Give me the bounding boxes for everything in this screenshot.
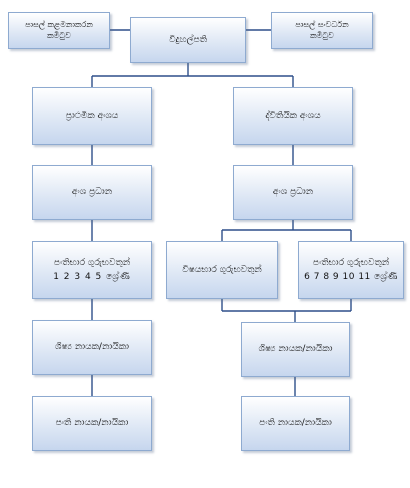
development-committee-line-2: කමිටුව — [310, 30, 334, 40]
secondary-section-head-box: අංශ ප්‍රධාන — [233, 165, 353, 220]
management-committee-box: පාසල් කළමනාකරන කමිටුව — [8, 12, 110, 49]
secondary-section-head-label: අංශ ප්‍රධාන — [272, 187, 314, 198]
primary-class-monitors-label: පංති නායක/නායිකා — [55, 418, 129, 429]
subject-teachers-box: විෂයභාර ගුරුභවතුන් — [166, 241, 278, 299]
development-committee-box: පාසල් සංවර්ධන කමිටුව — [271, 12, 373, 49]
management-committee-line-2: කමිටුව — [47, 30, 71, 40]
secondary-prefects-box: ශිෂ්‍ය නායක/නායිකා — [241, 322, 350, 377]
secondary-class-monitors-label: පංති නායක/නායිකා — [259, 418, 332, 429]
principal-label: විදුහල්පති — [169, 34, 207, 45]
primary-prefects-label: ශිෂ්‍ය නායක/නායිකා — [55, 342, 129, 353]
primary-prefects-box: ශිෂ්‍ය නායක/නායිකා — [32, 320, 152, 375]
principal-box: විදුහල්පති — [130, 17, 246, 63]
primary-section-label: ප්‍රාථමික අංශය — [65, 110, 119, 121]
primary-section-head-label: අංශ ප්‍රධාන — [71, 187, 113, 198]
secondary-class-teachers-label: පංතිභාර ගුරුභවතුන් — [312, 257, 390, 268]
primary-class-monitors-box: පංති නායක/නායිකා — [32, 396, 152, 451]
primary-section-head-box: අංශ ප්‍රධාන — [32, 165, 152, 220]
subject-teachers-label: විෂයභාර ගුරුභවතුන් — [182, 264, 262, 275]
secondary-class-teachers-box: පංතිභාර ගුරුභවතුන් 6 7 8 9 10 11 ශ්‍රේණි — [298, 241, 404, 299]
primary-section-box: ප්‍රාථමික අංශය — [32, 87, 152, 145]
secondary-section-label: ද්විතියික අංශය — [265, 110, 321, 121]
secondary-grades-label: 6 7 8 9 10 11 ශ්‍රේණි — [304, 272, 398, 282]
primary-class-teachers-box: පංතිභාර ගුරුභවතුන් 1 2 3 4 5 ශ්‍රේණි — [32, 241, 152, 299]
secondary-section-box: ද්විතියික අංශය — [233, 87, 353, 145]
management-committee-line-1: පාසල් කළමනාකරන — [25, 19, 93, 29]
primary-grades-label: 1 2 3 4 5 ශ්‍රේණි — [53, 272, 131, 282]
secondary-class-monitors-box: පංති නායක/නායිකා — [241, 396, 350, 451]
development-committee-line-1: පාසල් සංවර්ධන — [295, 19, 349, 29]
secondary-prefects-label: ශිෂ්‍ය නායක/නායිකා — [258, 344, 333, 355]
primary-class-teachers-label: පංතිභාර ගුරුභවතුන් — [53, 257, 131, 268]
